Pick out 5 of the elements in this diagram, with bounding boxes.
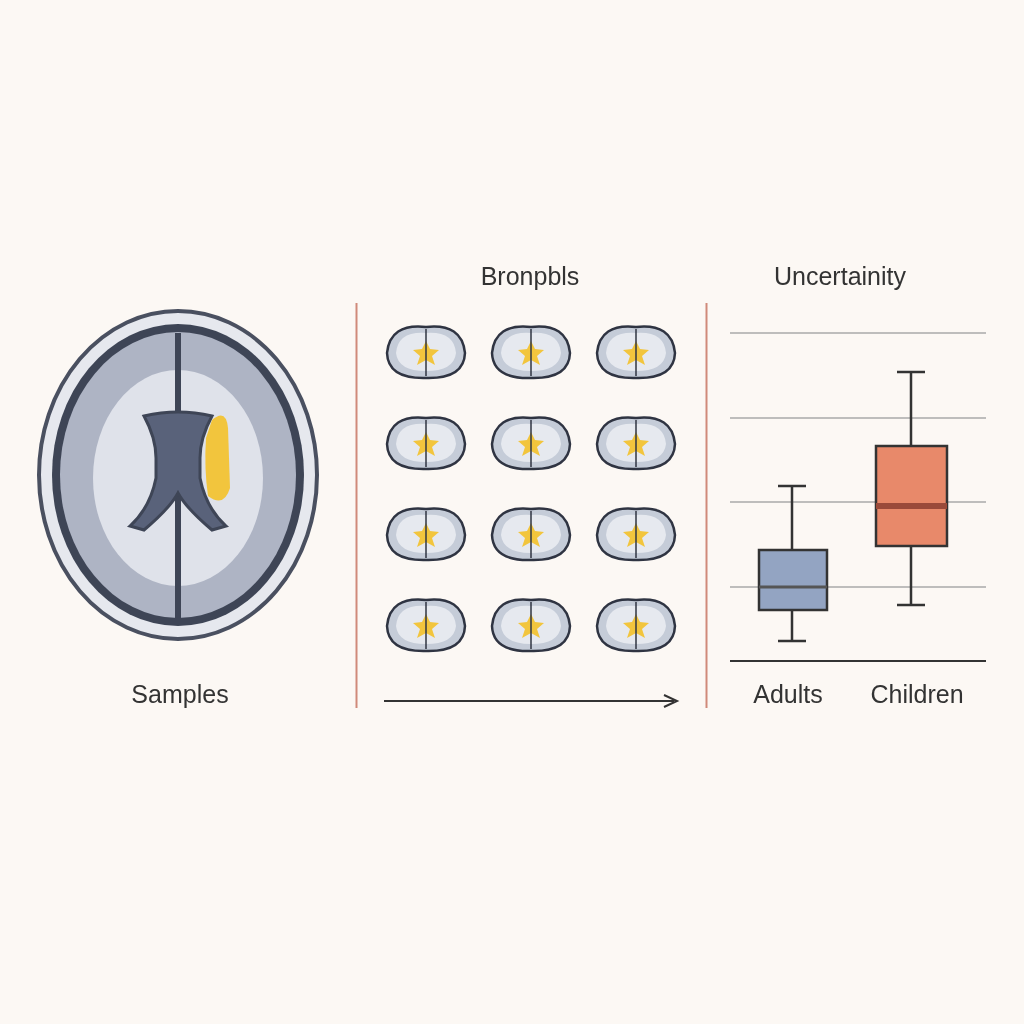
- axis-label: Adults: [753, 680, 823, 709]
- panel-title: Bronpbls: [480, 262, 580, 291]
- panel-title: Uncertainity: [774, 262, 906, 291]
- axis-label: Samples: [131, 680, 229, 709]
- axis-label: Children: [870, 680, 964, 709]
